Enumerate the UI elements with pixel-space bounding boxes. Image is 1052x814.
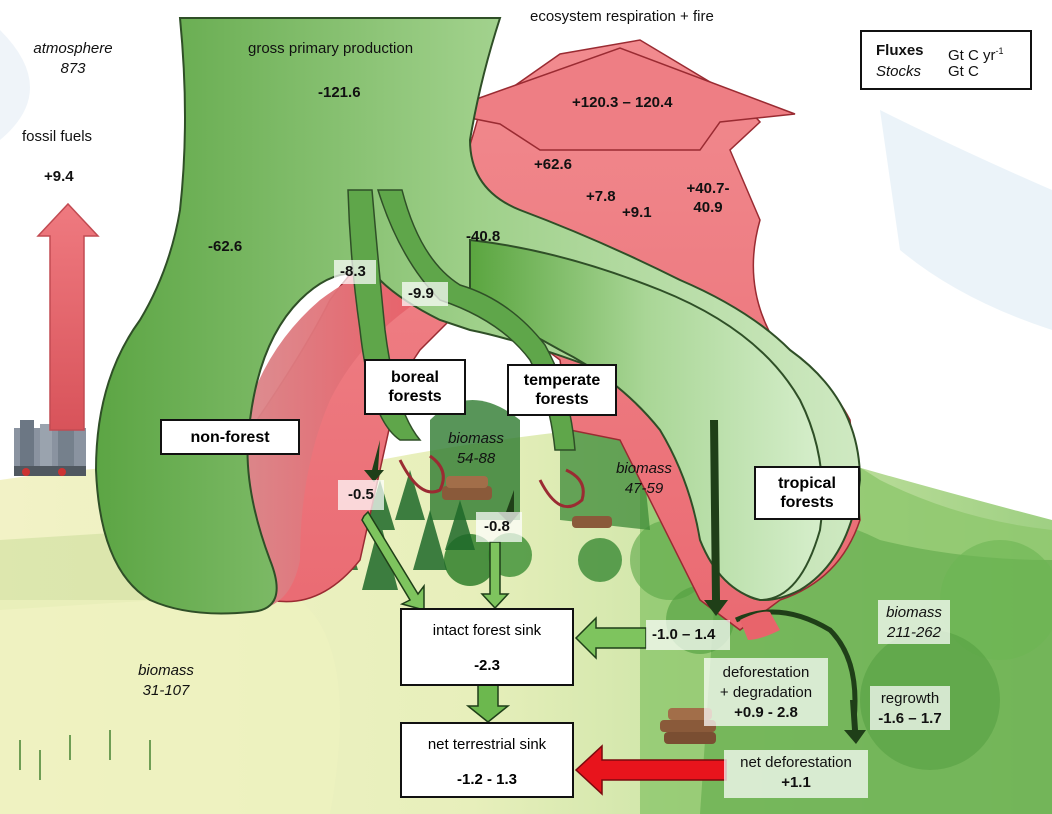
gpp-label: gross primary production	[248, 40, 414, 57]
legend-fluxes-unit: Gt C yr-1	[948, 46, 1004, 64]
intact-forest-sink-box: intact forest sink -2.3	[400, 608, 574, 686]
boreal-uptake-flow	[347, 189, 422, 441]
sky-wash	[880, 110, 1052, 330]
tropical-to-sink-arrow	[574, 616, 647, 660]
temperate-to-sink-arrow	[480, 541, 510, 610]
tropical-biomass-value: 211-262	[887, 624, 941, 641]
temperate-uptake-value: -9.9	[408, 285, 434, 302]
legend-stocks-unit: Gt C	[948, 63, 979, 80]
city-icon	[14, 418, 86, 476]
tropical-uptake-flow	[469, 238, 824, 602]
tropical-biomass-label: biomass	[886, 604, 942, 621]
net-deforestation-arrow	[574, 744, 727, 796]
nonforest-resp-value: +62.6	[534, 156, 572, 173]
boreal-sink-value: -0.5	[348, 486, 374, 503]
deforestation-line1: deforestation	[722, 664, 810, 681]
nonforest-box: non-forest	[160, 419, 300, 455]
tropical-sink-value: -1.0 – 1.4	[652, 626, 716, 643]
net-sink-value: -1.2 - 1.3	[456, 771, 518, 788]
respiration-label: ecosystem respiration + fire	[530, 8, 714, 25]
legend-box: Fluxes Gt C yr-1 Stocks Gt C	[860, 30, 1032, 90]
fossil-fuels-value: +9.4	[44, 168, 74, 185]
net-deforestation-value: +1.1	[781, 774, 811, 791]
deforestation-value: +0.9 - 2.8	[734, 704, 798, 721]
legend-stocks-label: Stocks	[876, 63, 922, 80]
intact-sink-value: -2.3	[474, 657, 500, 674]
tropical-resp-value-2: 40.9	[693, 199, 723, 216]
regrowth-value: -1.6 – 1.7	[878, 710, 942, 727]
net-sink-label: net terrestrial sink	[427, 736, 547, 753]
intact-sink-label: intact forest sink	[432, 622, 542, 639]
temperate-biomass-label: biomass	[616, 460, 672, 477]
fossil-fuel-arrow	[36, 202, 100, 431]
gpp-value: -121.6	[318, 84, 361, 101]
net-deforestation-label: net deforestation	[740, 754, 852, 771]
nonforest-biomass-label: biomass	[138, 662, 194, 679]
tropical-resp-value-1: +40.7-	[686, 180, 730, 197]
atmosphere-value: 873	[60, 60, 86, 77]
intact-to-net-arrow	[465, 683, 511, 723]
boreal-uptake-value: -8.3	[340, 263, 366, 280]
boreal-resp-value: +7.8	[586, 188, 616, 205]
fossil-fuels-label: fossil fuels	[22, 128, 93, 145]
log-piles	[442, 476, 716, 744]
regrowth-label: regrowth	[880, 690, 940, 707]
boreal-biomass-value: 54-88	[456, 450, 496, 467]
deforestation-line2: + degradation	[719, 684, 813, 701]
temperate-resp-value: +9.1	[622, 204, 652, 221]
nonforest-uptake-value: -62.6	[208, 238, 243, 255]
temperate-sink-value: -0.8	[484, 518, 510, 535]
legend-fluxes-label: Fluxes	[876, 42, 924, 59]
boreal-biomass-label: biomass	[448, 430, 504, 447]
net-terrestrial-sink-box: net terrestrial sink -1.2 - 1.3	[400, 722, 574, 798]
atmosphere-label: atmosphere	[33, 40, 113, 57]
tropical-uptake-value: -40.8	[466, 228, 501, 245]
respiration-value: +120.3 – 120.4	[572, 94, 673, 111]
temperate-biomass-value: 47-59	[624, 480, 664, 497]
nonforest-biomass-value: 31-107	[142, 682, 190, 699]
